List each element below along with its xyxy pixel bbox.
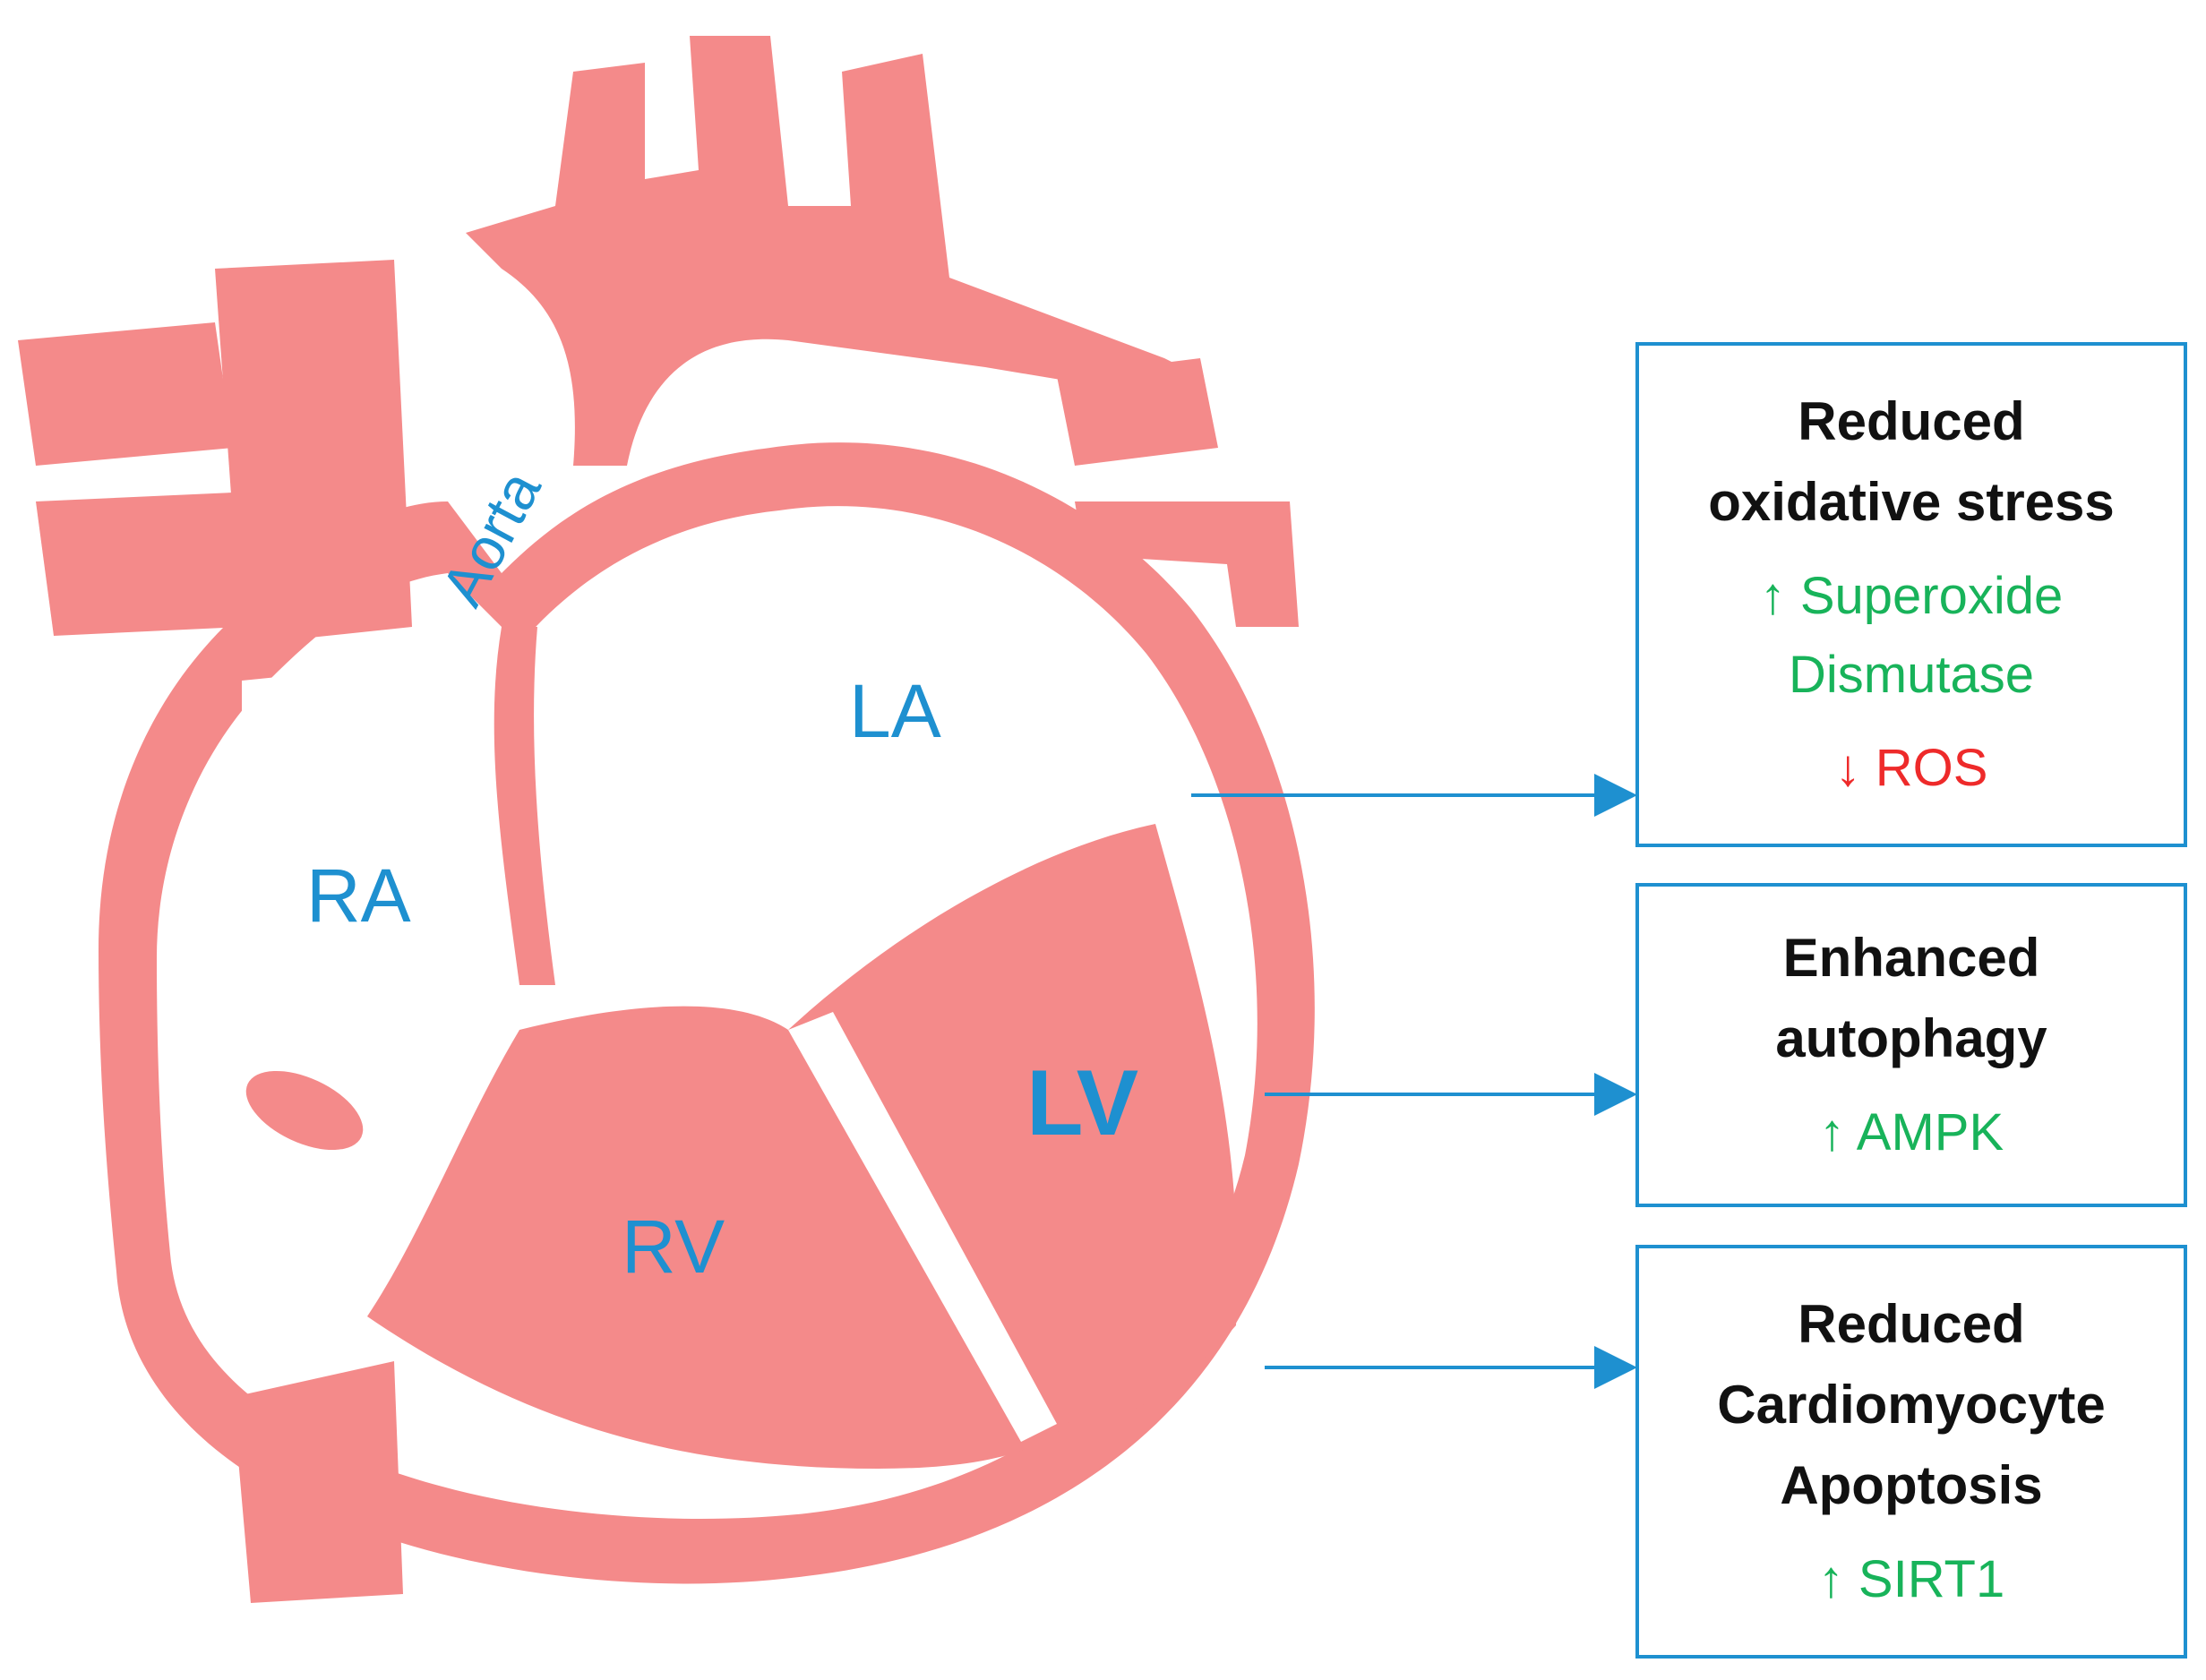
- marker-text: Dismutase: [1789, 646, 2034, 704]
- box-title-line: Apoptosis: [1780, 1455, 2043, 1515]
- rv-label: RV: [622, 1204, 725, 1289]
- interventricular-septum: [788, 1012, 1057, 1442]
- heart-outline: [18, 36, 1315, 1603]
- vena-cava-branch-1: [18, 322, 233, 466]
- marker-sirt1: ↑ SIRT1: [1818, 1540, 2004, 1619]
- box-title-line: oxidative stress: [1708, 472, 2115, 532]
- ventricles-fill: [367, 824, 1238, 1469]
- interatrial-wall: [494, 627, 555, 985]
- box-title-line: autophagy: [1775, 1008, 2047, 1068]
- up-arrow-icon: ↑: [1818, 1103, 1845, 1161]
- box-title-line: Cardiomyocyte: [1717, 1375, 2106, 1435]
- effect-box-autophagy: Enhanced autophagy ↑ AMPK: [1635, 883, 2187, 1207]
- marker-ros: ↓ ROS: [1835, 729, 1988, 808]
- lv-label: LV: [1026, 1051, 1139, 1155]
- right-atrium-space: [242, 663, 502, 1030]
- box-title-line: Reduced: [1798, 391, 2025, 451]
- vena-cava-upper: [215, 260, 412, 645]
- ra-valve: [245, 1070, 364, 1151]
- vena-cava-branch-2: [36, 493, 242, 636]
- box-title-line: Enhanced: [1782, 928, 2040, 988]
- marker-text: ROS: [1875, 739, 1988, 797]
- marker-text: SIRT1: [1858, 1550, 2005, 1608]
- box-title-line: Reduced: [1798, 1294, 2025, 1354]
- pulmonary-vein-lower: [1075, 501, 1299, 627]
- pulmonary-vein-upper: [1057, 358, 1218, 466]
- marker-ampk: ↑ AMPK: [1819, 1093, 2004, 1172]
- aorta-arch: [466, 36, 1200, 466]
- vena-cava-lower: [233, 1361, 403, 1603]
- la-label: LA: [849, 669, 941, 753]
- up-arrow-icon: ↑: [1817, 1550, 1844, 1608]
- up-arrow-icon: ↑: [1759, 567, 1786, 625]
- marker-superoxide-dismutase: ↑ Superoxide: [1760, 557, 2064, 636]
- effect-box-apoptosis: Reduced Cardiomyocyte Apoptosis ↑ SIRT1: [1635, 1245, 2187, 1659]
- ra-label: RA: [306, 853, 411, 938]
- marker-text: Superoxide: [1799, 567, 2064, 625]
- marker-text: AMPK: [1856, 1103, 2004, 1161]
- effect-box-oxidative-stress: Reduced oxidative stress ↑ Superoxide Di…: [1635, 342, 2187, 847]
- down-arrow-icon: ↓: [1834, 739, 1861, 797]
